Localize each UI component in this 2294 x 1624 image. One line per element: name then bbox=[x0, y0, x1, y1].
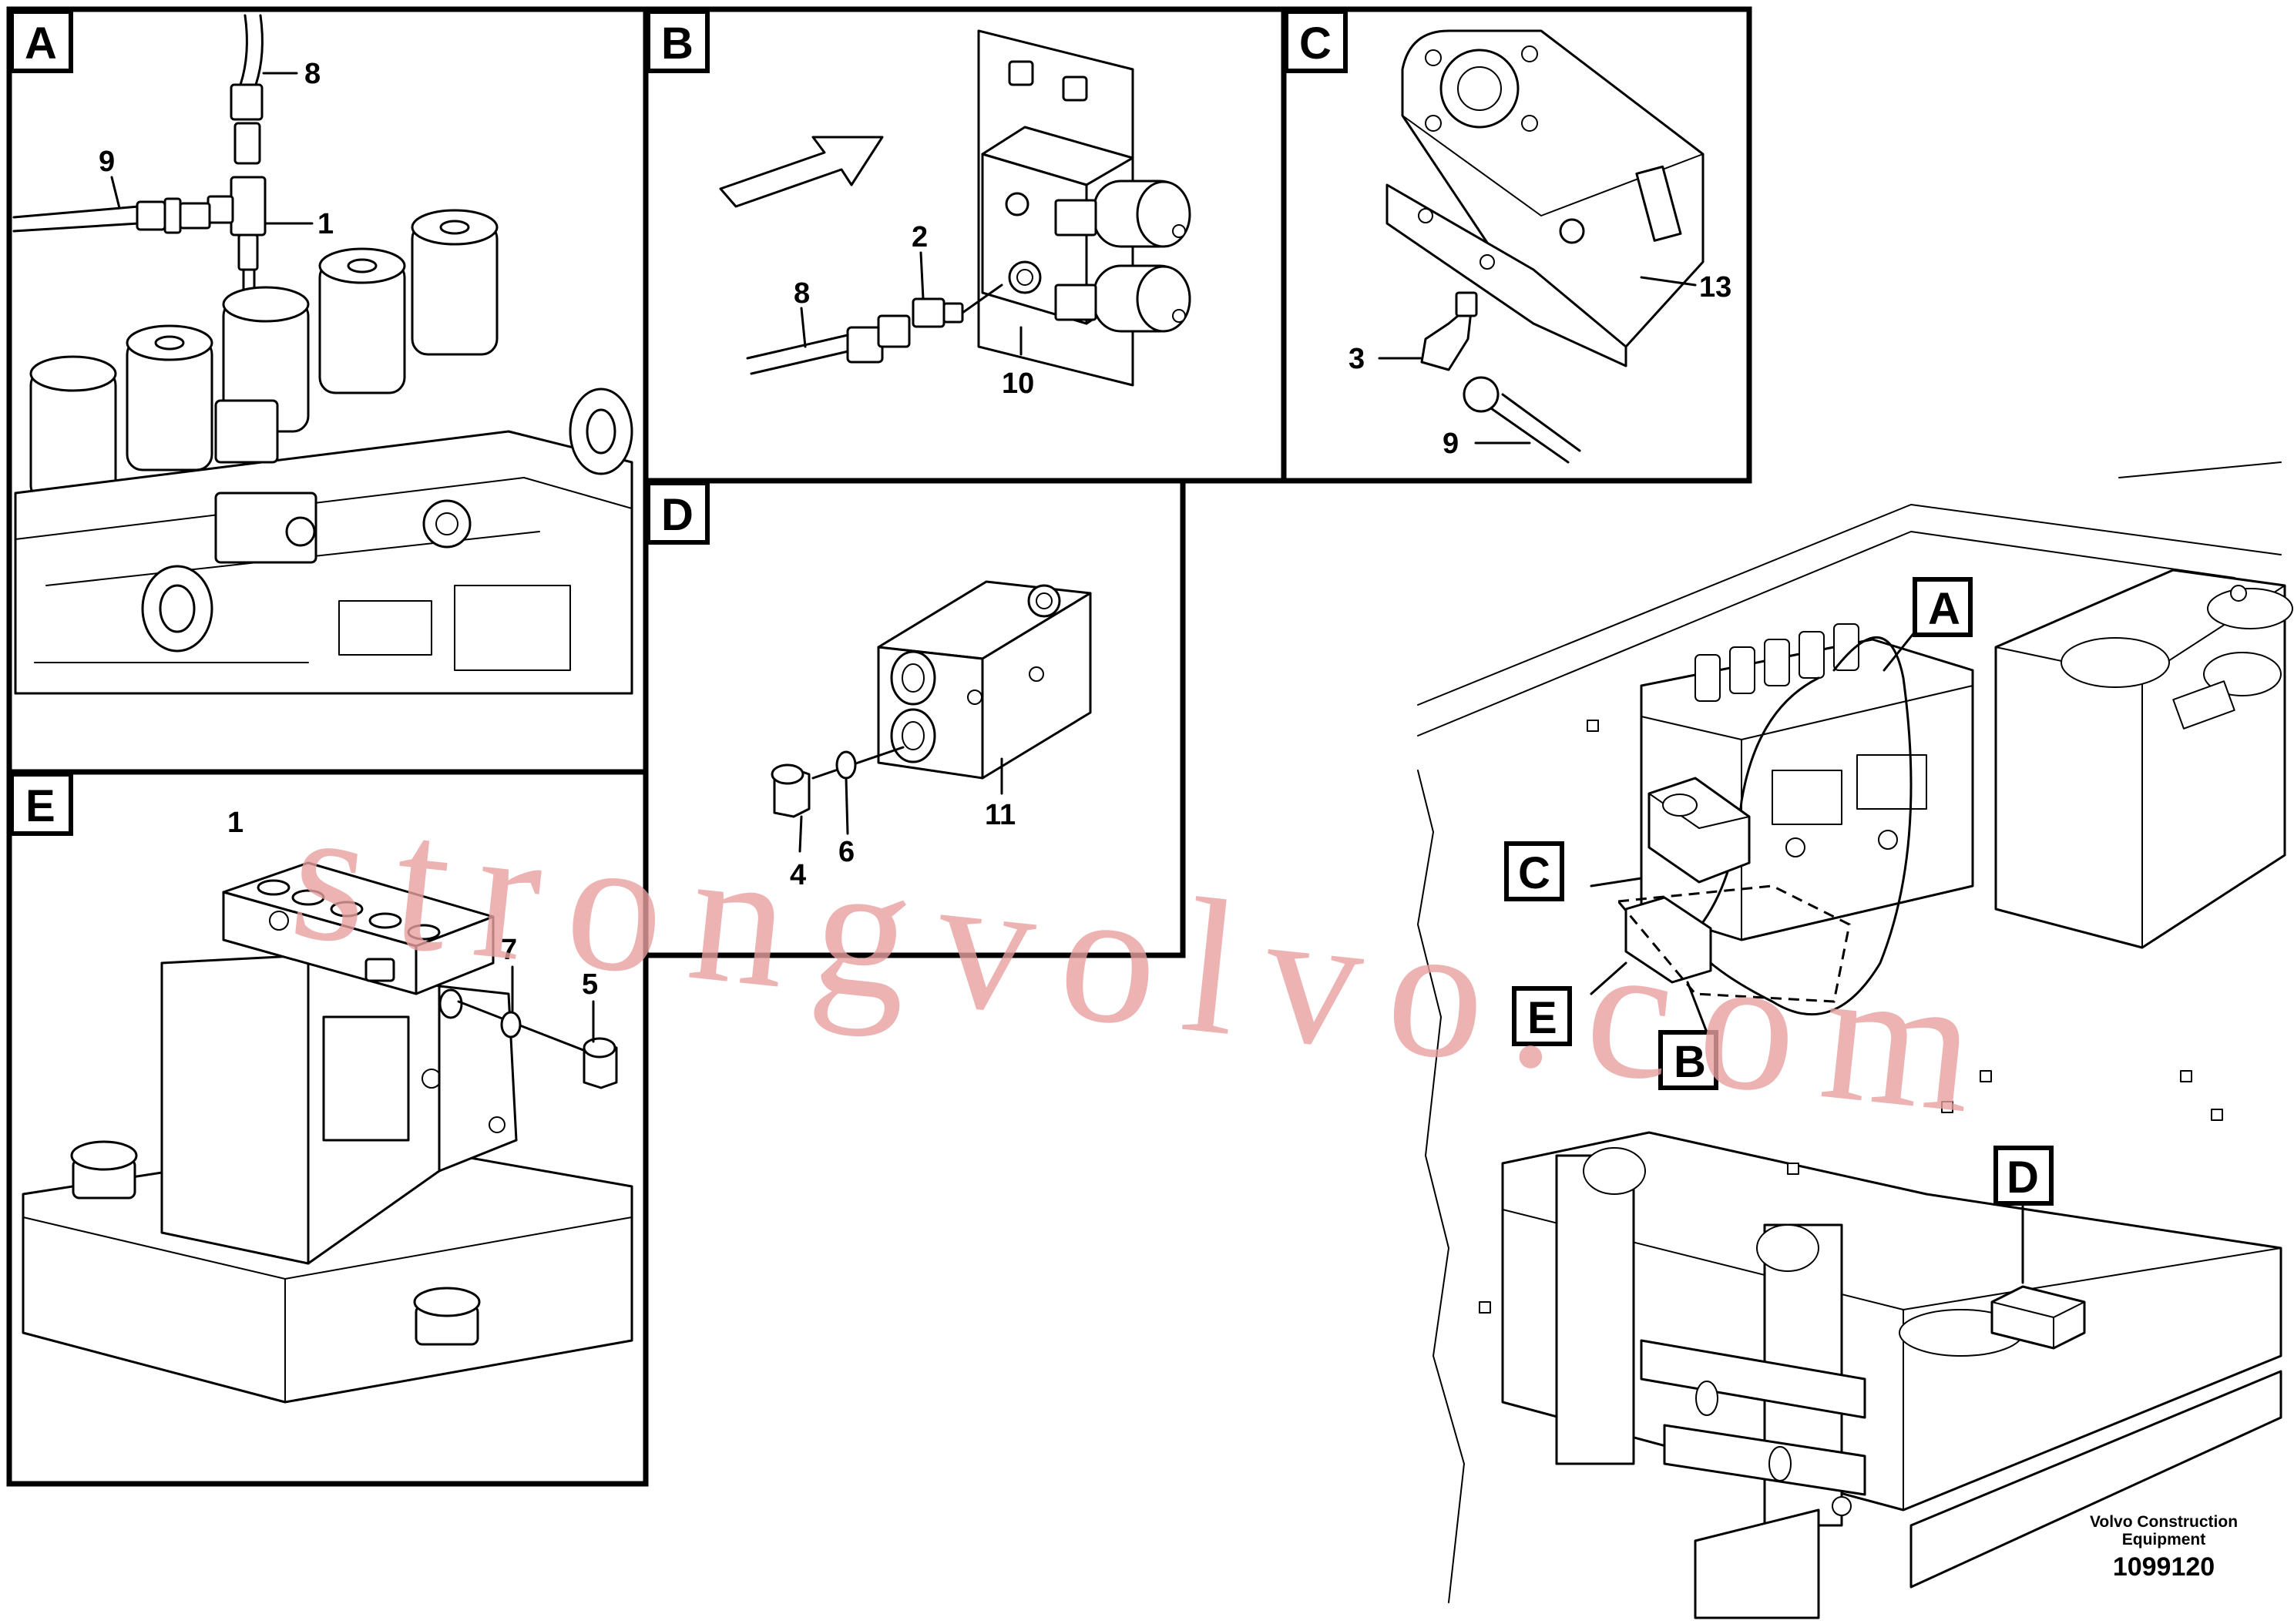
callout-a-8: 8 bbox=[304, 58, 321, 90]
svg-text:D: D bbox=[2007, 1153, 2039, 1203]
svg-text:C: C bbox=[1299, 18, 1332, 69]
svg-text:C: C bbox=[1518, 848, 1550, 898]
overview-tag-e: E bbox=[1512, 986, 1572, 1046]
panel-c-drawing bbox=[1378, 29, 1705, 464]
callout-d-11: 11 bbox=[985, 799, 1016, 831]
callout-e-1: 1 bbox=[227, 807, 244, 839]
panel-a-drawing bbox=[12, 14, 633, 695]
callout-d-4: 4 bbox=[790, 859, 806, 891]
panel-e-frame bbox=[6, 769, 649, 1487]
manufacturer-caption-line2: Equipment bbox=[2122, 1531, 2206, 1549]
callout-b-10: 10 bbox=[1002, 367, 1034, 400]
callout-b-8: 8 bbox=[794, 277, 810, 310]
overview-tag-a: A bbox=[1913, 577, 1973, 637]
callout-e-7: 7 bbox=[501, 934, 517, 966]
overview-drawing bbox=[1417, 461, 2293, 1619]
svg-text:B: B bbox=[1674, 1037, 1706, 1087]
panel-e-drawing bbox=[22, 861, 633, 1404]
panel-d-tag: D bbox=[646, 481, 710, 545]
panel-c-frame bbox=[1281, 6, 1752, 484]
svg-text:B: B bbox=[661, 18, 694, 69]
panel-b-tag: B bbox=[646, 9, 710, 73]
overview-tag-d: D bbox=[1993, 1146, 2054, 1206]
callout-a-1: 1 bbox=[317, 208, 334, 240]
panel-a-tag: A bbox=[9, 9, 73, 73]
callout-c-3: 3 bbox=[1349, 343, 1365, 375]
callout-e-5: 5 bbox=[582, 968, 598, 1001]
panel-d-drawing bbox=[771, 580, 1092, 853]
overview-tag-b: B bbox=[1658, 1030, 1718, 1090]
callout-c-13: 13 bbox=[1699, 271, 1731, 304]
manufacturer-caption-line1: Volvo Construction bbox=[2090, 1513, 2238, 1531]
panel-b-drawing bbox=[719, 29, 1191, 387]
direction-arrow-icon bbox=[719, 136, 884, 208]
overview-tag-c: C bbox=[1504, 841, 1564, 901]
svg-text:E: E bbox=[1527, 993, 1557, 1043]
callout-b-2: 2 bbox=[912, 221, 928, 253]
callout-d-6: 6 bbox=[838, 836, 855, 868]
svg-text:A: A bbox=[1928, 584, 1960, 634]
panel-e-tag: E bbox=[9, 772, 73, 836]
svg-text:D: D bbox=[661, 490, 694, 540]
document-number: 1099120 bbox=[2113, 1552, 2215, 1582]
svg-text:A: A bbox=[25, 18, 57, 69]
svg-text:E: E bbox=[25, 781, 55, 831]
panel-c-tag: C bbox=[1284, 9, 1348, 73]
callout-c-9: 9 bbox=[1443, 428, 1459, 460]
panel-d-frame bbox=[643, 478, 1186, 958]
panel-b-frame bbox=[643, 6, 1287, 484]
callout-a-9: 9 bbox=[99, 146, 115, 178]
